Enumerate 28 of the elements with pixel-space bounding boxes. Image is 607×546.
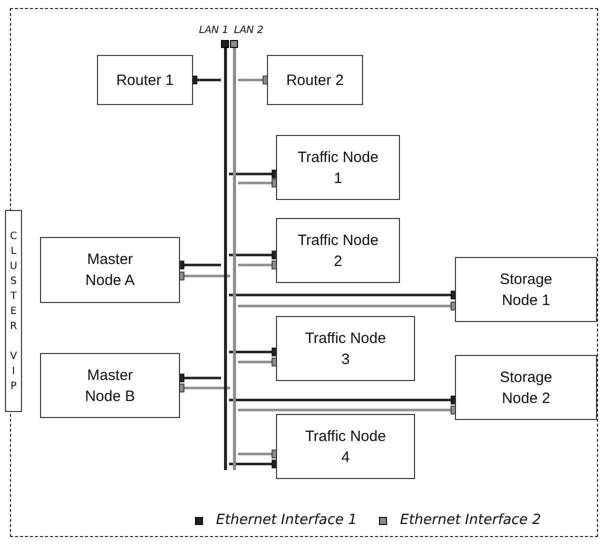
legend-label: Ethernet Interface 2 xyxy=(400,511,542,530)
device-label: Traffic Node 4 xyxy=(304,426,387,468)
device-label: Router 1 xyxy=(115,70,175,90)
device-label: Traffic Node 1 xyxy=(296,148,380,188)
device-box xyxy=(276,316,415,381)
device-box xyxy=(40,353,180,418)
network-bus xyxy=(230,40,238,470)
bus-label: LAN 1 xyxy=(199,24,228,38)
device-box xyxy=(40,237,180,303)
device-box xyxy=(455,257,597,322)
device-box xyxy=(267,55,363,105)
vertical-label: CLUSTER VIP xyxy=(10,230,18,394)
device-label: Traffic Node 3 xyxy=(304,328,387,370)
legend-label: Ethernet Interface 1 xyxy=(216,511,358,530)
device-box xyxy=(97,55,193,105)
device-label: Master Node B xyxy=(84,366,136,406)
device-label: Master Node A xyxy=(84,250,136,291)
device-label: Router 2 xyxy=(285,70,345,90)
device-box xyxy=(455,355,597,420)
device-label: Traffic Node 2 xyxy=(296,230,380,272)
bus-label: LAN 2 xyxy=(234,24,264,38)
device-label: Storage Node 1 xyxy=(498,270,554,310)
vertical-label-box xyxy=(5,210,22,412)
network-bus xyxy=(221,40,229,470)
device-box xyxy=(276,414,415,479)
device-label: Storage Node 2 xyxy=(498,368,554,408)
device-box xyxy=(276,218,400,283)
device-box xyxy=(276,135,400,200)
